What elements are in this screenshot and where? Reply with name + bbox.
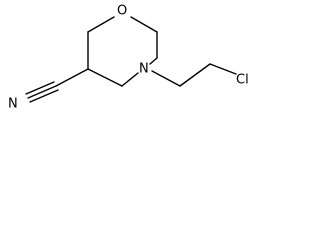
nitrile-nitrogen-atom-label: N	[8, 97, 18, 112]
chlorine-atom-label: Cl	[236, 73, 249, 88]
bond-triple-3	[29, 89, 59, 103]
bond-ring-ch2-chcn	[87, 68, 123, 87]
bond-ch2-cl	[209, 63, 237, 75]
bond-o-c-right	[130, 16, 158, 33]
bond-ch2-ch2	[179, 63, 211, 87]
bond-ring-c-n-right	[149, 57, 158, 65]
bond-n-ch2	[151, 70, 181, 87]
bond-triple-1	[27, 85, 57, 99]
oxygen-atom-label: O	[117, 4, 127, 19]
chemical-structure-diagram: O N N Cl	[8, 4, 249, 112]
bond-c-cn	[55, 68, 89, 87]
bond-o-c-left	[87, 16, 115, 33]
bond-triple-2	[25, 81, 55, 95]
ring-nitrogen-atom-label: N	[139, 62, 149, 77]
bond-ring-n-ch2-bottom	[121, 72, 139, 87]
